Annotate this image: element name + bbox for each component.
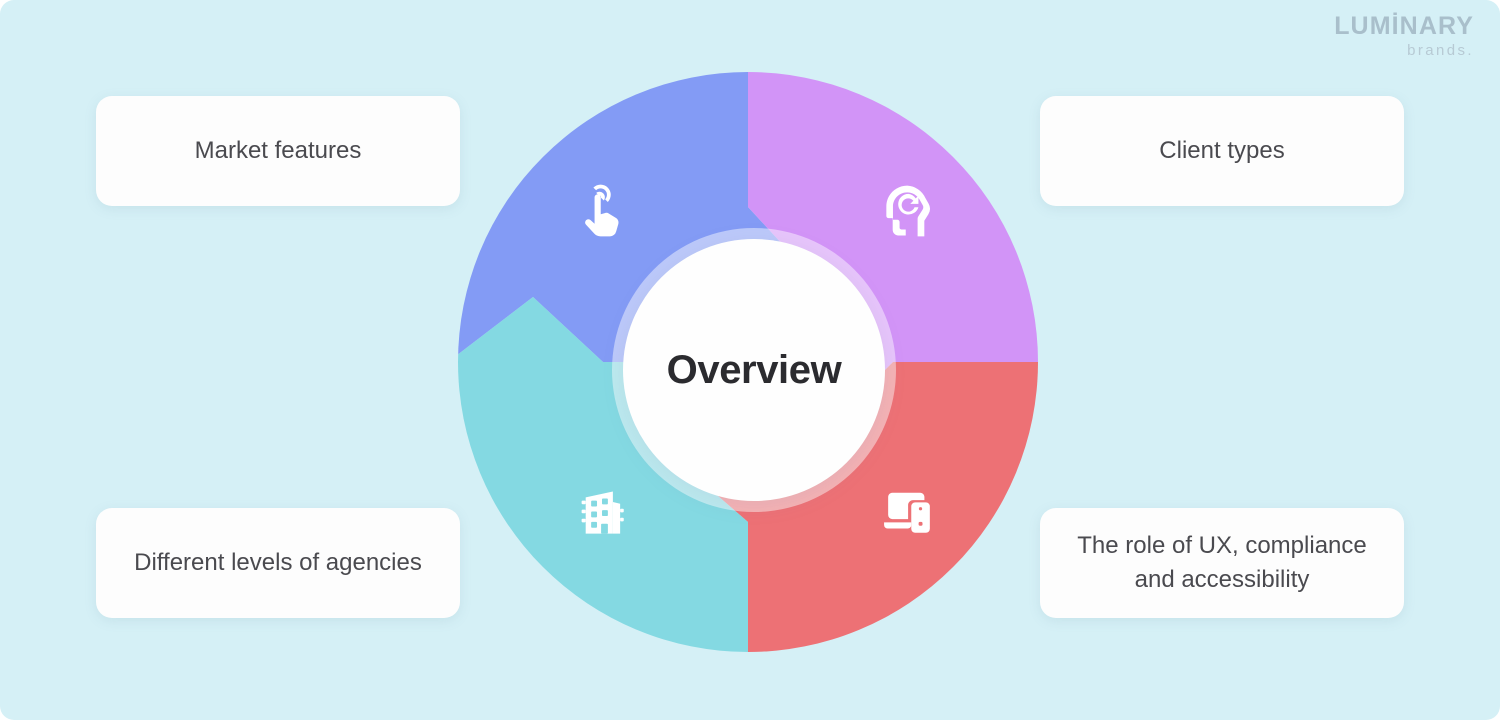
label-card-client-types[interactable]: Client types xyxy=(1040,96,1404,206)
center-hub: Overview xyxy=(612,228,896,512)
building-icon xyxy=(573,482,631,540)
label-card-market-features[interactable]: Market features xyxy=(96,96,460,206)
logo-secondary-text: brands. xyxy=(1407,42,1474,59)
center-hub-label: Overview xyxy=(666,347,842,392)
label-card-ux-compliance[interactable]: The role of UX, compliance and accessibi… xyxy=(1040,508,1404,618)
label-card-text: The role of UX, compliance and accessibi… xyxy=(1077,531,1367,593)
quadrant-wheel xyxy=(458,72,1038,652)
label-card-text: Client types xyxy=(1159,136,1285,164)
label-card-text: Market features xyxy=(194,136,362,164)
devices-icon xyxy=(880,482,938,540)
tap-hand-icon xyxy=(573,182,631,240)
brand-logo: LUMİNARY brands. xyxy=(1334,12,1474,59)
label-card-agency-levels[interactable]: Different levels of agencies xyxy=(96,508,460,618)
head-refresh-icon xyxy=(880,182,938,240)
logo-primary-text: LUMİNARY xyxy=(1334,12,1474,40)
label-card-text: Different levels of agencies xyxy=(134,548,422,576)
center-hub-disc: Overview xyxy=(623,239,885,501)
